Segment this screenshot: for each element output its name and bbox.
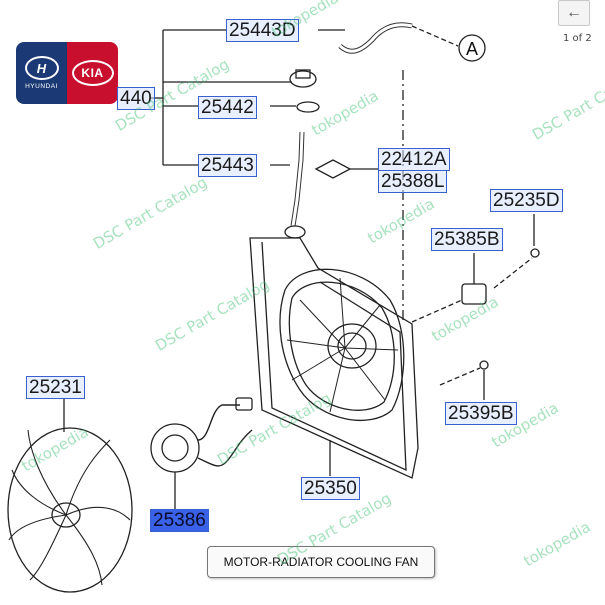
part-label-25350[interactable]: 25350 [301, 477, 360, 500]
part-label-25231[interactable]: 25231 [26, 376, 85, 399]
shroud-ring [279, 268, 405, 422]
shroud-motor-mount [327, 323, 377, 369]
diagram-caption: MOTOR-RADIATOR COOLING FAN [207, 546, 435, 578]
overflow-hose [338, 22, 413, 54]
brand-logo: H HYUNDAI KIA [16, 42, 118, 104]
hyundai-logo: H HYUNDAI [16, 42, 67, 104]
resistor [461, 283, 487, 305]
resistor-dashed [411, 299, 463, 323]
fan-blades [8, 429, 131, 586]
part-label-25235D[interactable]: 25235D [490, 189, 563, 212]
hyundai-wordmark: HYUNDAI [25, 83, 58, 90]
part-label-22412A[interactable]: 22412A [378, 148, 450, 171]
part-label-25443[interactable]: 25443 [198, 154, 257, 177]
part-label-25388L[interactable]: 25388L [378, 170, 448, 193]
back-button[interactable]: ← [558, 0, 590, 26]
callout-a-text: A [466, 39, 478, 59]
bolt-25395B [479, 360, 489, 370]
part-label-25442[interactable]: 25442 [198, 96, 257, 119]
part-label-25443D[interactable]: 25443D [226, 19, 299, 42]
motor-wire [197, 404, 253, 467]
dashed-leader-A [411, 25, 459, 47]
fan-motor [150, 423, 200, 473]
hyundai-mark: H [24, 56, 59, 80]
page-indicator: 1 of 2 [563, 33, 592, 44]
kia-wordmark: KIA [71, 60, 114, 86]
bolt-25235D [530, 248, 540, 258]
fan-blade-outline [7, 427, 133, 593]
part-label-25385B[interactable]: 25385B [431, 228, 503, 251]
reservoir-cap [289, 70, 317, 88]
shroud-spokes [286, 277, 399, 413]
part-label-25440[interactable]: 440 [117, 87, 155, 110]
part-label-25386[interactable]: 25386 [150, 509, 209, 532]
fan-shroud [249, 237, 419, 479]
label-plate [314, 159, 352, 179]
callout-circle-a [458, 34, 486, 62]
kia-logo: KIA [67, 42, 118, 104]
o-ring [296, 101, 320, 113]
fan-hub [51, 502, 81, 528]
arrow-left-icon: ← [566, 4, 582, 21]
part-label-25395B[interactable]: 25395B [445, 402, 517, 425]
